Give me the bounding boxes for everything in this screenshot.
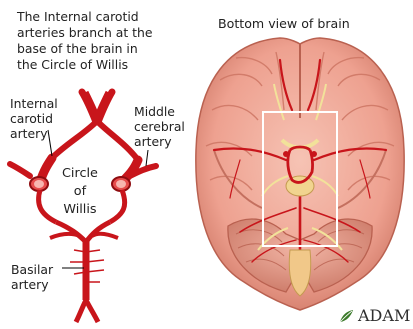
- intro-line-2: arteries branch at the: [17, 25, 152, 41]
- pointer-middle-cerebral: [146, 150, 148, 166]
- left-middle-cerebral: [10, 164, 30, 176]
- label-middle-cerebral-line-1: Middle: [134, 104, 185, 119]
- label-cow-line-3: Willis: [62, 201, 98, 219]
- label-internal-carotid-line-1: Internal: [10, 96, 58, 111]
- label-internal-carotid-line-3: artery: [10, 126, 58, 141]
- adam-logo: ADAM: [338, 308, 410, 324]
- brain-bottom-view: [196, 38, 404, 310]
- bottom-view-title: Bottom view of brain: [218, 18, 350, 31]
- intro-line-4: the Circle of Willis: [17, 57, 152, 73]
- label-middle-cerebral-line-3: artery: [134, 134, 185, 149]
- label-internal-carotid: Internal carotid artery: [10, 96, 58, 141]
- label-cow-line-1: Circle: [62, 165, 98, 183]
- label-middle-cerebral: Middle cerebral artery: [134, 104, 185, 149]
- label-internal-carotid-line-2: carotid: [10, 111, 58, 126]
- label-basilar-line-2: artery: [11, 277, 53, 292]
- label-basilar: Basilar artery: [11, 262, 53, 292]
- intro-line-1: The Internal carotid: [17, 9, 152, 25]
- label-circle-of-willis: Circle of Willis: [62, 165, 98, 219]
- label-basilar-line-1: Basilar: [11, 262, 53, 277]
- logo-text: ADAM: [358, 308, 410, 324]
- label-cow-line-2: of: [62, 183, 98, 201]
- label-middle-cerebral-line-2: cerebral: [134, 119, 185, 134]
- intro-line-3: base of the brain in: [17, 41, 152, 57]
- leaf-icon: [338, 309, 354, 323]
- intro-caption: The Internal carotid arteries branch at …: [17, 9, 152, 73]
